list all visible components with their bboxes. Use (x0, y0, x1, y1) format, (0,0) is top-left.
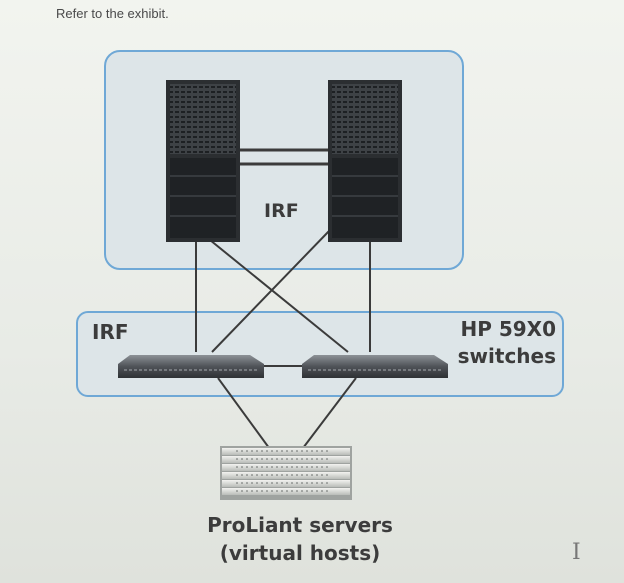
text-cursor-icon: I (572, 540, 581, 565)
servers-label-line1: ProLiant servers (207, 513, 393, 537)
core-irf-group (104, 50, 464, 270)
link-core-left-to-switch-right (209, 239, 349, 353)
core-irf-label: IRF (264, 200, 299, 222)
link-core-right-to-switch-left (211, 229, 331, 353)
core-switch-left (166, 80, 240, 242)
access-irf-group (76, 311, 564, 397)
core-switch-right (328, 80, 402, 242)
access-switch-right (302, 355, 448, 378)
link-switch-right-to-servers (299, 377, 357, 453)
instruction-text: Refer to the exhibit. (56, 6, 169, 21)
switches-label-line1: HP 59X0 (460, 317, 556, 341)
servers-label-line2: (virtual hosts) (219, 541, 381, 565)
link-switch-left-to-servers (217, 377, 273, 453)
switches-label: HP 59X0 switches (432, 316, 556, 370)
access-irf-label: IRF (92, 320, 129, 344)
switches-label-line2: switches (457, 344, 556, 368)
servers-label: ProLiant servers (virtual hosts) (160, 511, 440, 567)
server-stack (220, 446, 352, 500)
access-switch-left (118, 355, 264, 378)
